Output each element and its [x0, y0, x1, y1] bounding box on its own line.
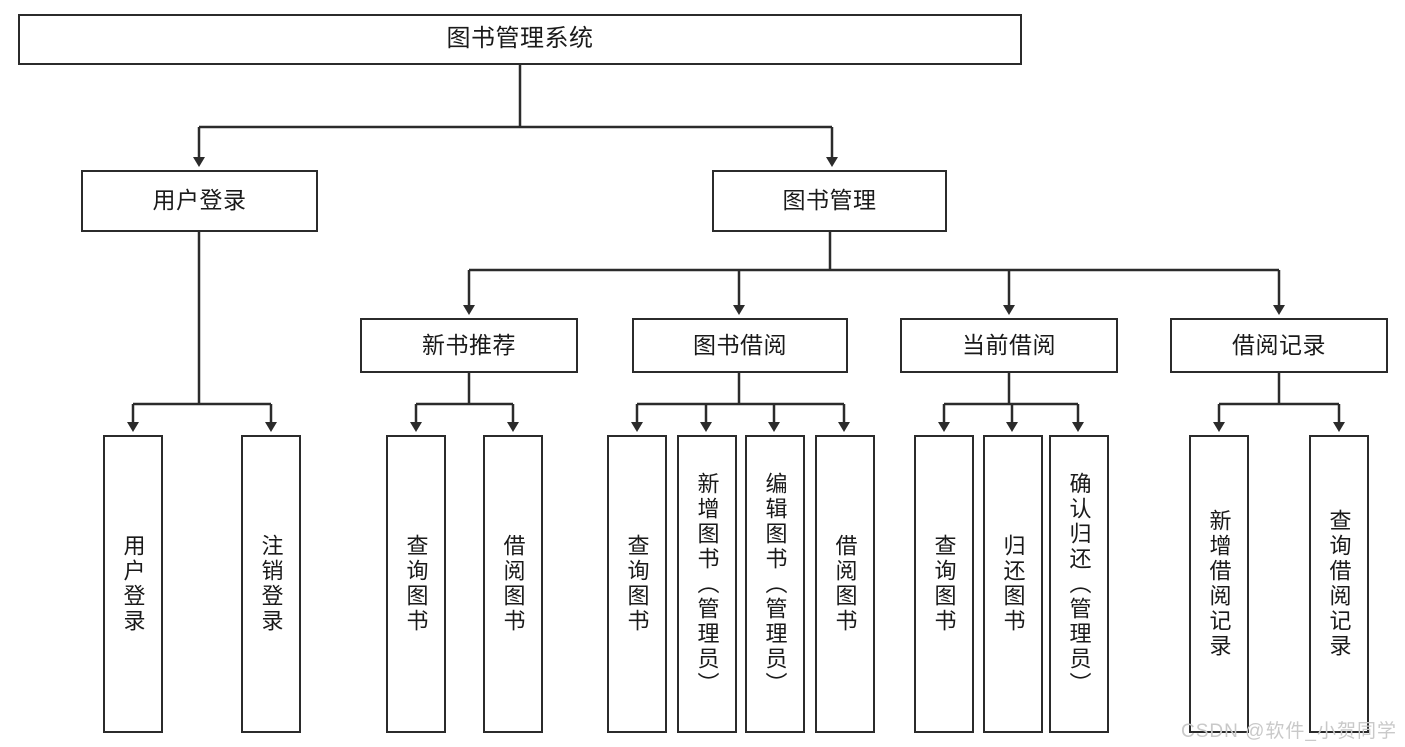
node-label: 当前借阅 — [962, 331, 1056, 358]
node-book-management-system[interactable]: 图书管理系统 — [18, 14, 1022, 65]
leaf-label: 查询图书 — [931, 534, 957, 634]
node-borrow-record[interactable]: 借阅记录 — [1170, 318, 1388, 373]
node-label: 用户登录 — [152, 187, 247, 214]
node-user-login[interactable]: 用户登录 — [81, 170, 318, 232]
leaf-label: 查询图书 — [403, 534, 429, 634]
node-book-management[interactable]: 图书管理 — [712, 170, 947, 232]
leaf-user-login[interactable]: 用户登录 — [103, 435, 163, 733]
leaf-label: 借阅图书 — [832, 534, 858, 634]
leaf-label: 归还图书 — [1000, 534, 1026, 634]
node-current-borrow[interactable]: 当前借阅 — [900, 318, 1118, 373]
leaf-query-book-2[interactable]: 查询图书 — [607, 435, 667, 733]
leaf-return-book[interactable]: 归还图书 — [983, 435, 1043, 733]
leaf-label: 注销登录 — [258, 534, 284, 634]
leaf-add-book[interactable]: 新增图书（管理员） — [677, 435, 737, 733]
node-label: 图书管理系统 — [446, 25, 594, 53]
node-new-book-recommend[interactable]: 新书推荐 — [360, 318, 578, 373]
node-label: 新书推荐 — [422, 331, 516, 358]
node-book-borrow[interactable]: 图书借阅 — [632, 318, 848, 373]
node-label: 借阅记录 — [1232, 331, 1326, 358]
leaf-query-record[interactable]: 查询借阅记录 — [1309, 435, 1369, 733]
leaf-query-book-1[interactable]: 查询图书 — [386, 435, 446, 733]
leaf-logout[interactable]: 注销登录 — [241, 435, 301, 733]
leaf-label: 编辑图书（管理员） — [762, 471, 788, 697]
leaf-confirm-return[interactable]: 确认归还（管理员） — [1049, 435, 1109, 733]
leaf-edit-book[interactable]: 编辑图书（管理员） — [745, 435, 805, 733]
leaf-borrow-book-2[interactable]: 借阅图书 — [815, 435, 875, 733]
watermark: CSDN @软件_小贺同学 — [1181, 721, 1397, 742]
leaf-label: 查询图书 — [624, 534, 650, 634]
leaf-label: 查询借阅记录 — [1326, 509, 1352, 659]
leaf-label: 借阅图书 — [500, 534, 526, 634]
node-label: 图书借阅 — [693, 331, 787, 358]
leaf-borrow-book-1[interactable]: 借阅图书 — [483, 435, 543, 733]
leaf-label: 确认归还（管理员） — [1066, 471, 1092, 697]
leaf-label: 用户登录 — [120, 534, 146, 634]
leaf-label: 新增借阅记录 — [1206, 509, 1232, 659]
leaf-label: 新增图书（管理员） — [694, 471, 720, 697]
leaf-add-record[interactable]: 新增借阅记录 — [1189, 435, 1249, 733]
node-label: 图书管理 — [782, 187, 877, 214]
leaf-query-book-3[interactable]: 查询图书 — [914, 435, 974, 733]
